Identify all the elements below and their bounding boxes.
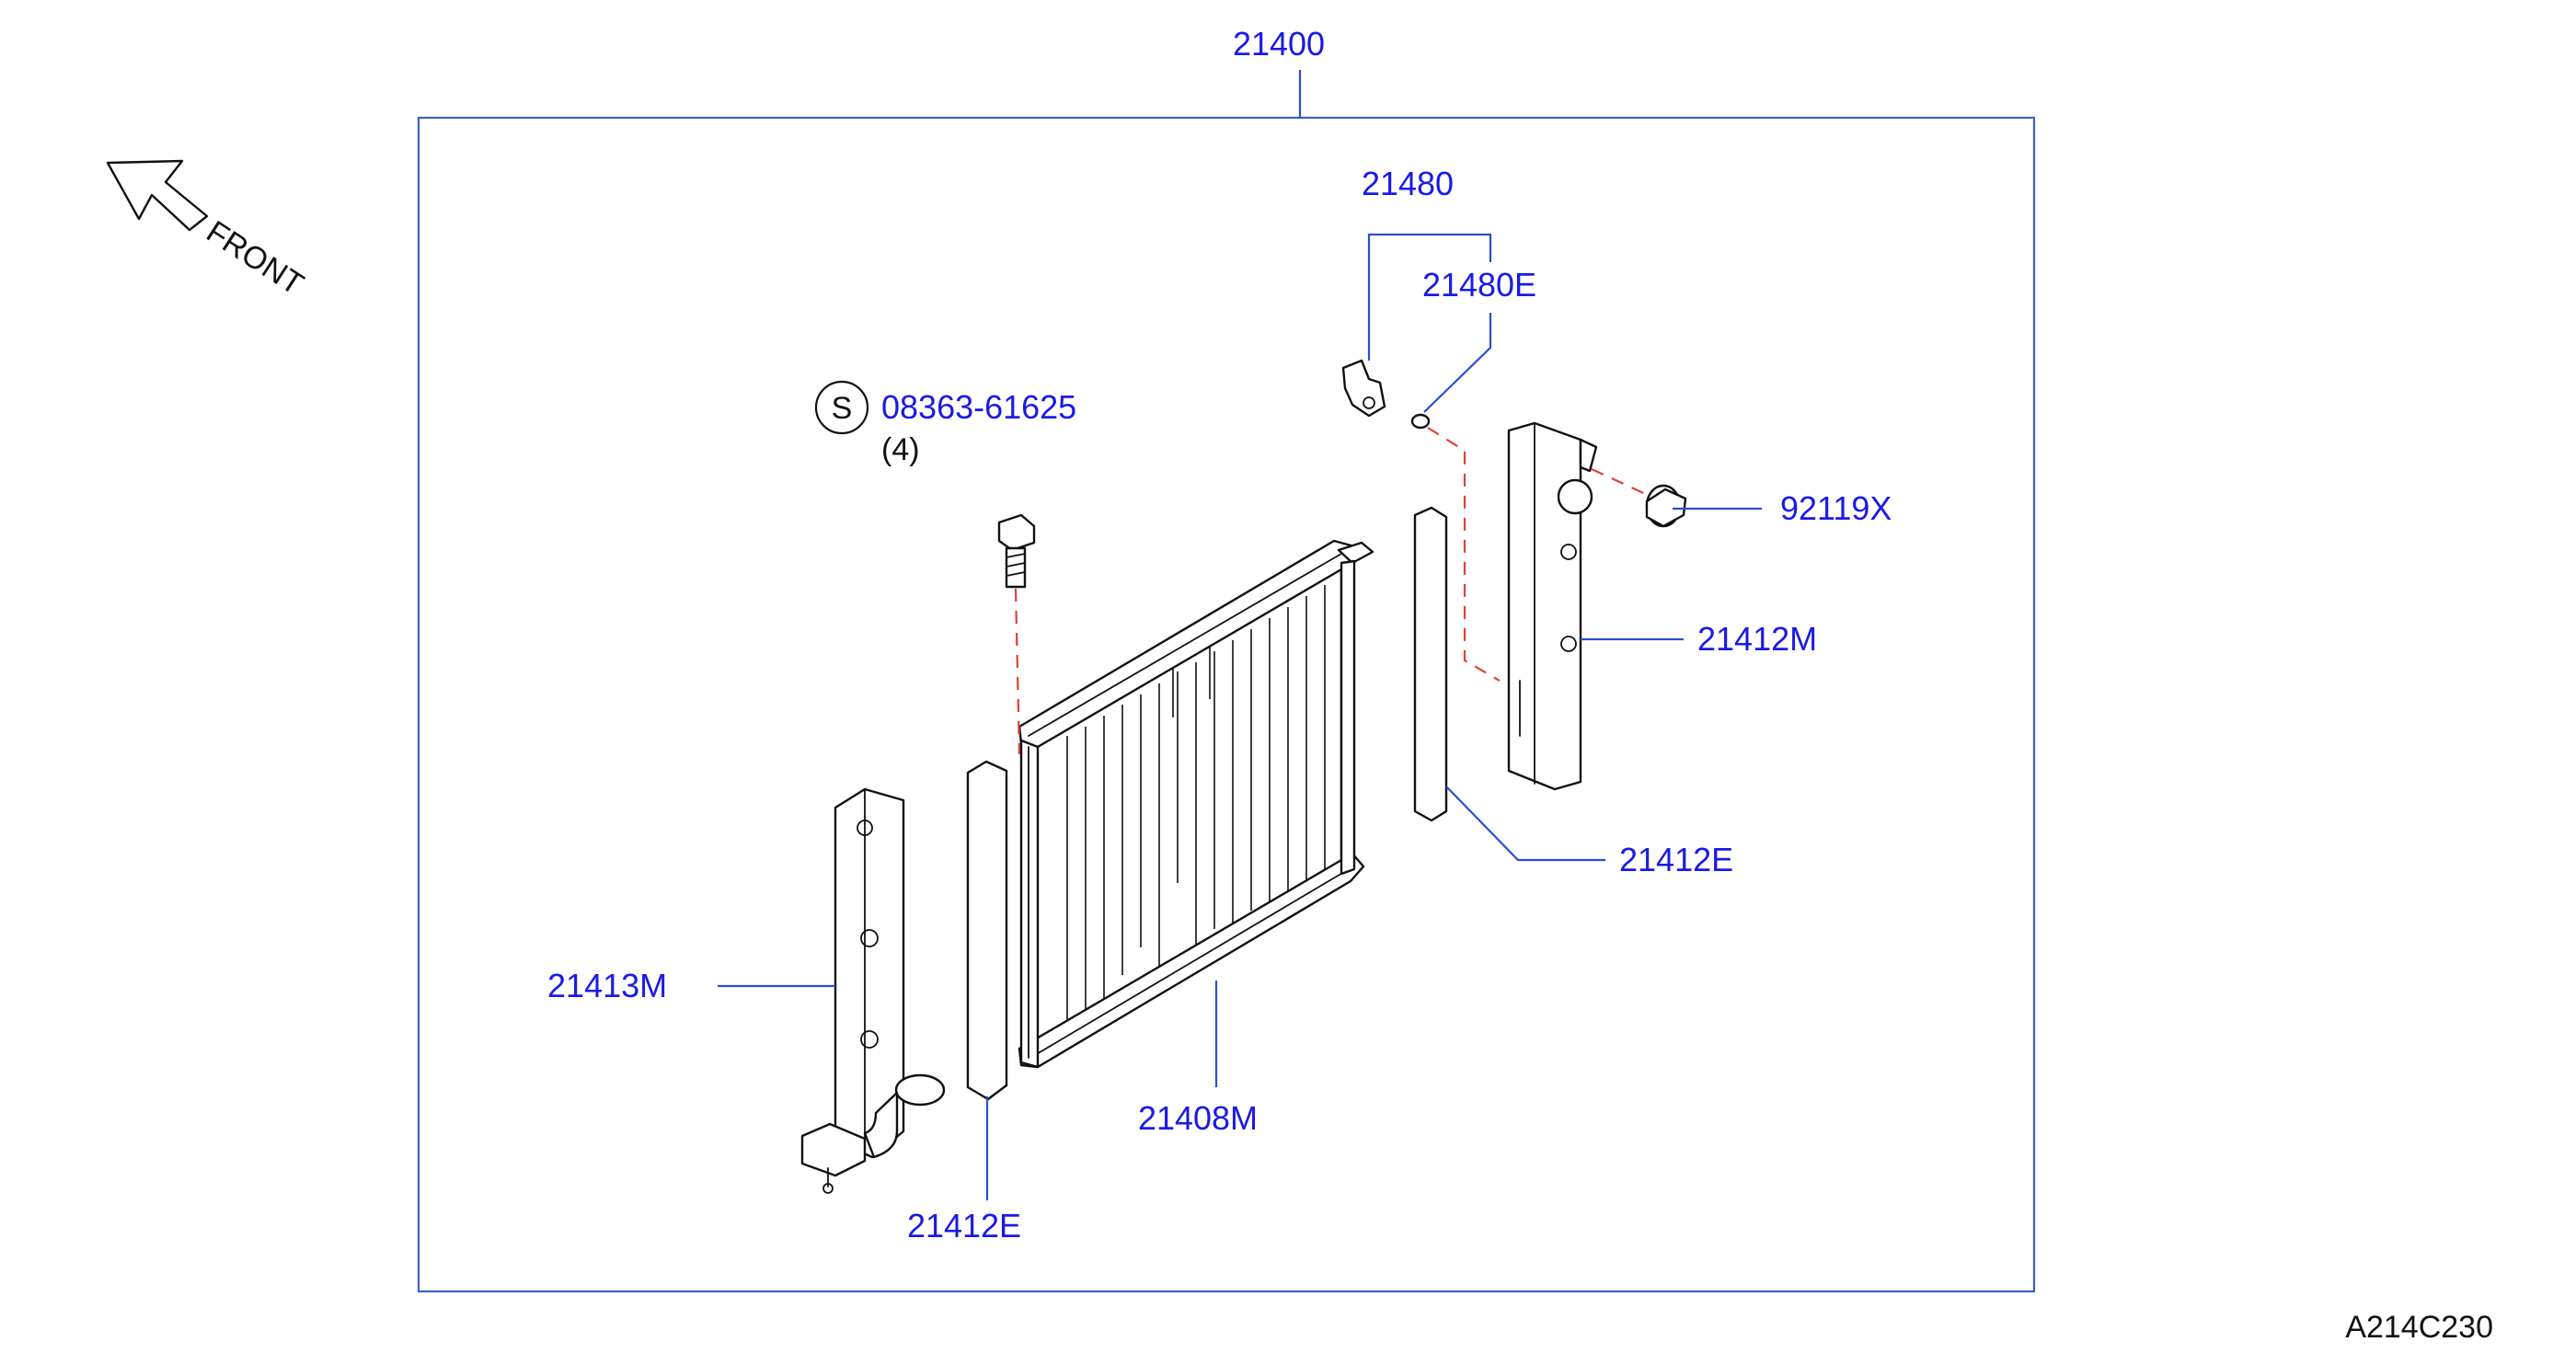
callout-92119X[interactable]: 92119X — [1780, 489, 1892, 527]
service-symbol-label: S — [832, 391, 853, 426]
callout-21480[interactable]: 21480 — [1362, 165, 1454, 202]
left-seal-21412E — [966, 760, 1008, 1101]
front-arrow-icon — [106, 159, 209, 232]
left-tank-21413M — [800, 787, 946, 1194]
core-fins — [1066, 585, 1326, 1030]
assembly-part-number[interactable]: 21400 — [1233, 25, 1325, 63]
callout-21412M[interactable]: 21412M — [1697, 620, 1817, 658]
illustration-code: A214C230 — [2345, 1310, 2493, 1345]
callout-21412E-right[interactable]: 21412E — [1619, 841, 1733, 878]
assembly-frame — [417, 116, 2036, 1293]
callout-bolt-qty: (4) — [881, 432, 920, 467]
service-symbol-icon — [814, 380, 869, 435]
bolt-install-line — [1014, 588, 1021, 755]
drain-cock-21480 — [1341, 359, 1386, 418]
front-label: FRONT — [201, 214, 310, 303]
callout-21413M[interactable]: 21413M — [547, 967, 667, 1004]
radiator-core-21408M — [1018, 539, 1374, 1069]
bolt-08363-61625 — [997, 513, 1036, 589]
callout-21480E[interactable]: 21480E — [1422, 266, 1536, 304]
callout-21412E-left[interactable]: 21412E — [907, 1207, 1021, 1245]
bushing-install-line — [1591, 468, 1652, 498]
drain-cock-oring-21480E — [1410, 413, 1431, 430]
drain-install-line — [1427, 427, 1501, 682]
right-tank-21412M — [1507, 421, 1598, 791]
callout-08363-61625[interactable]: 08363-61625 — [881, 388, 1076, 426]
callout-21408M[interactable]: 21408M — [1138, 1099, 1258, 1137]
right-seal-21412E — [1413, 506, 1448, 822]
mount-bushing-92119X — [1645, 484, 1687, 528]
leader-lines — [718, 233, 1762, 1200]
